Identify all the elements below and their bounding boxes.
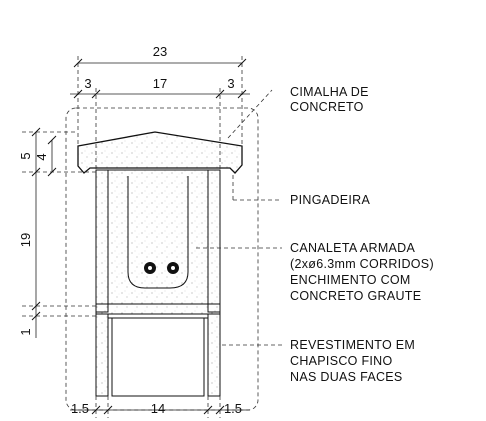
canaleta-inner xyxy=(127,176,189,289)
lower-block-hollow xyxy=(111,317,205,397)
mortar-joint xyxy=(95,303,221,315)
dim-top-right: 3 xyxy=(227,76,234,91)
right-wall-face-lower xyxy=(207,313,221,397)
outer-boundary xyxy=(65,107,259,411)
dim-top-total: 23 xyxy=(153,44,167,59)
left-wall-face-upper xyxy=(95,169,109,313)
left-wall-face-lower xyxy=(95,313,109,397)
label-canaleta: CANALETA ARMADA (2xø6.3mm CORRIDOS) ENCH… xyxy=(290,241,438,303)
leader-cimalha xyxy=(227,89,273,139)
right-wall-face-upper xyxy=(207,169,221,313)
dim-bottom-left: 1.5 xyxy=(71,401,89,416)
dim-left-5: 5 xyxy=(18,152,33,159)
dim-bottom-right: 1.5 xyxy=(224,401,242,416)
dim-left-19: 19 xyxy=(18,233,33,247)
canaleta-block xyxy=(107,169,209,305)
label-revestimento: REVESTIMENTO EM CHAPISCO FINO NAS DUAS F… xyxy=(290,338,419,384)
dim-top-mid: 17 xyxy=(153,76,167,91)
dim-top-left: 3 xyxy=(84,76,91,91)
concrete-cap xyxy=(77,131,243,174)
dim-left-4: 4 xyxy=(34,153,49,160)
dim-left-1: 1 xyxy=(18,328,33,335)
dim-bottom-mid: 14 xyxy=(151,401,165,416)
label-pingadeira: PINGADEIRA xyxy=(290,193,370,207)
label-cimalha: CIMALHA DE CONCRETO xyxy=(290,85,373,114)
